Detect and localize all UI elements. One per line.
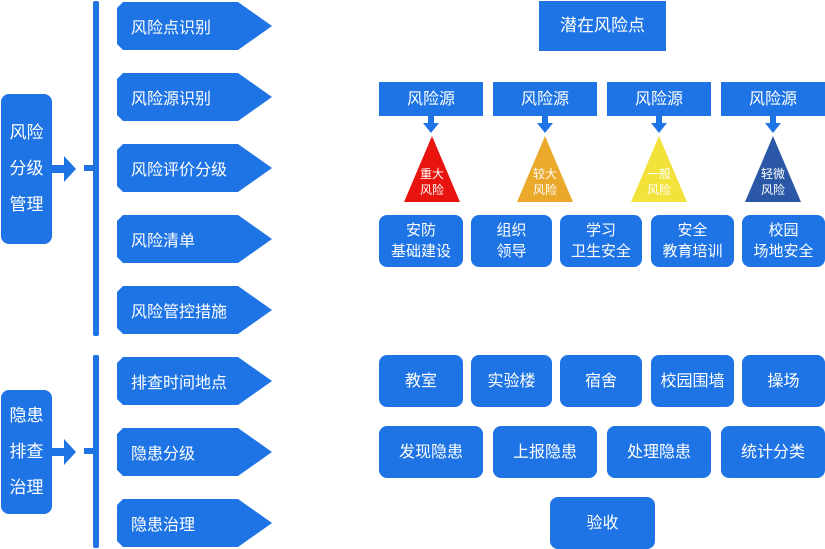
- hazard-step-2: 隐患分级: [117, 428, 272, 476]
- down-arrow-icon: [423, 115, 439, 133]
- category-2-line-2: 领导: [496, 242, 527, 260]
- risk-bracket-line: [93, 1, 99, 336]
- triangle-general: [631, 136, 687, 202]
- risk-step-5: 风险管控措施: [117, 286, 272, 334]
- risk-label-line-1: 风险: [9, 123, 44, 143]
- category-2: 组织 领导: [471, 215, 552, 267]
- level-minor-line-2: 风险: [760, 183, 785, 197]
- risk-source-2: 风险源: [493, 82, 597, 116]
- triangle-large: [517, 136, 573, 202]
- level-large-line-2: 风险: [532, 183, 557, 197]
- level-major-line-2: 风险: [419, 183, 444, 197]
- category-3-line-2: 卫生安全: [570, 242, 631, 260]
- category-1-line-2: 基础建设: [390, 242, 451, 260]
- place-5: 操场: [742, 355, 825, 407]
- risk-level-general: 一般 风险: [631, 136, 687, 202]
- category-3: 学习 卫生安全: [560, 215, 642, 267]
- acceptance-box: 验收: [550, 497, 655, 549]
- category-4-line-1: 安全: [677, 221, 708, 239]
- down-arrow-icon: [537, 115, 553, 133]
- hazard-connector-line: [84, 448, 94, 454]
- action-1: 发现隐患: [379, 426, 483, 478]
- category-1-line-1: 安防: [405, 221, 436, 239]
- risk-label-line-2: 分级: [9, 159, 44, 179]
- category-4-line-2: 教育培训: [662, 242, 723, 260]
- hazard-step-3: 隐患治理: [117, 499, 272, 547]
- category-1: 安防 基础建设: [379, 215, 463, 267]
- hazard-step-1: 排查时间地点: [117, 357, 272, 405]
- action-3: 处理隐患: [607, 426, 711, 478]
- risk-label-line-3: 管理: [9, 195, 44, 215]
- down-arrow-icon: [651, 115, 667, 133]
- risk-source-1: 风险源: [379, 82, 483, 116]
- risk-level-large: 较大 风险: [517, 136, 573, 202]
- category-5-line-1: 校园: [768, 221, 799, 239]
- category-2-line-1: 组织: [496, 221, 527, 239]
- category-5-line-2: 场地安全: [753, 242, 814, 260]
- level-general-line-1: 一般: [646, 167, 671, 181]
- risk-connector-line: [84, 165, 94, 171]
- level-minor-line-1: 轻微: [760, 167, 785, 181]
- place-4: 校园围墙: [651, 355, 734, 407]
- place-3: 宿舍: [560, 355, 642, 407]
- triangle-major: [404, 136, 460, 202]
- level-major-line-1: 重大: [419, 167, 444, 181]
- risk-step-2: 风险源识别: [117, 73, 272, 121]
- hazard-management-label: 隐患 排查 治理: [1, 390, 52, 514]
- risk-step-3: 风险评价分级: [117, 144, 272, 192]
- down-arrow-icon: [765, 115, 781, 133]
- risk-source-4: 风险源: [721, 82, 825, 116]
- risk-management-label: 风险 分级 管理: [1, 94, 52, 244]
- hazard-bracket-line: [93, 355, 99, 548]
- level-general-line-2: 风险: [646, 183, 671, 197]
- hazard-label-line-3: 治理: [9, 478, 44, 498]
- category-3-line-1: 学习: [585, 221, 616, 239]
- potential-risk-point: 潜在风险点: [539, 1, 666, 51]
- hazard-connector-arrow-icon: [52, 439, 76, 465]
- action-2: 上报隐患: [493, 426, 597, 478]
- risk-level-minor: 轻微 风险: [745, 136, 801, 202]
- risk-step-4: 风险清单: [117, 215, 272, 263]
- triangle-minor: [745, 136, 801, 202]
- category-4: 安全 教育培训: [651, 215, 734, 267]
- category-5: 校园 场地安全: [742, 215, 825, 267]
- action-4: 统计分类: [721, 426, 825, 478]
- risk-level-major: 重大 风险: [404, 136, 460, 202]
- place-2: 实验楼: [471, 355, 552, 407]
- risk-step-1: 风险点识别: [117, 2, 272, 50]
- place-1: 教室: [379, 355, 463, 407]
- risk-connector-arrow-icon: [52, 156, 76, 182]
- level-large-line-1: 较大: [532, 167, 557, 181]
- risk-source-3: 风险源: [607, 82, 711, 116]
- hazard-label-line-2: 排查: [9, 442, 44, 462]
- hazard-label-line-1: 隐患: [9, 406, 44, 426]
